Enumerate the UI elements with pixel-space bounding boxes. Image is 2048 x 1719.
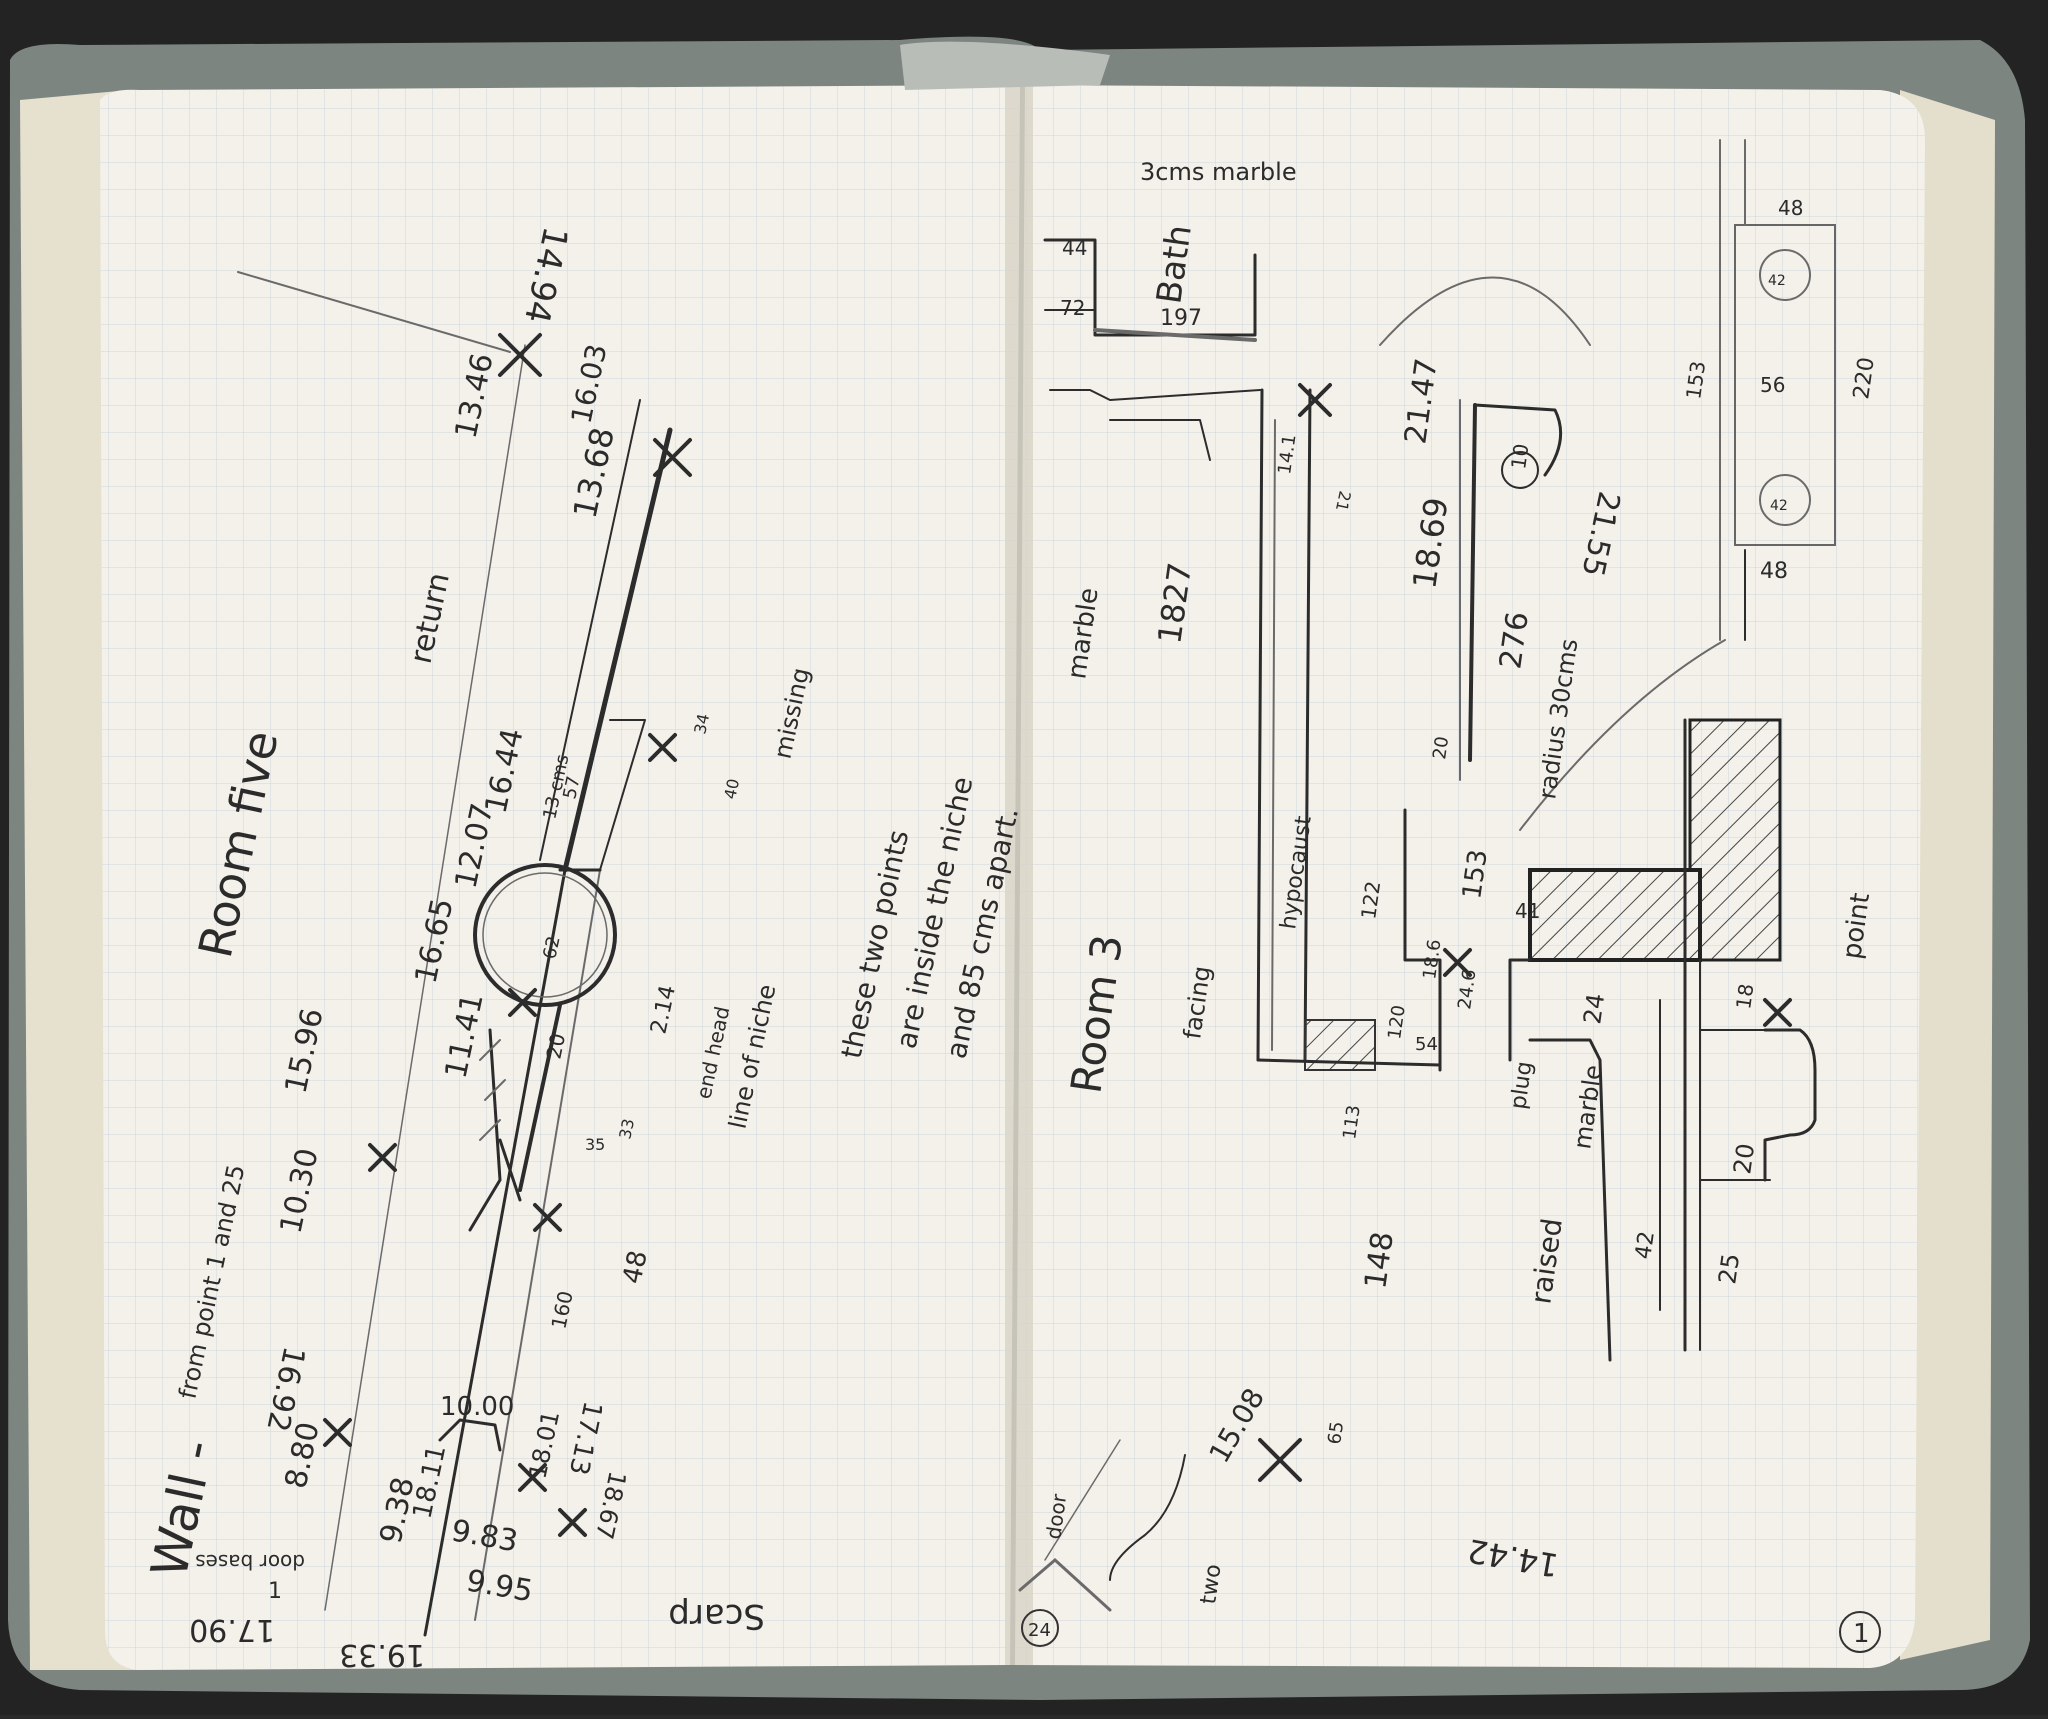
measure-34: 34 (690, 712, 713, 736)
r-48-b: 48 (1760, 559, 1788, 584)
point-1: 1 (268, 1579, 282, 1604)
r-54: 54 (1415, 1034, 1438, 1055)
corner-circle: 24 (1021, 1609, 1059, 1647)
r-24: 24 (1578, 992, 1610, 1026)
r-41: 41 (1515, 899, 1540, 923)
measure-57: 57 (559, 774, 584, 801)
corner-circle-label: 24 (1028, 1620, 1051, 1641)
label-two: two (1196, 1563, 1226, 1606)
page-number: 1 (1853, 1619, 1870, 1649)
right-page-drawing (1018, 139, 1836, 1612)
measure-10-00: 10.00 (440, 1392, 514, 1422)
r-56: 56 (1760, 373, 1785, 397)
r-42: 42 (1631, 1230, 1660, 1261)
measure-33: 33 (615, 1117, 638, 1141)
r-113: 113 (1339, 1104, 1365, 1141)
r-120: 120 (1384, 1004, 1410, 1041)
r-10: 10 (1506, 442, 1533, 471)
r-220: 220 (1849, 356, 1880, 401)
r-21: 21 (1332, 489, 1355, 513)
label-door-bases: door bases (195, 1550, 305, 1574)
r-42-a: 42 (1768, 273, 1786, 289)
r-153-b: 153 (1681, 360, 1710, 401)
ribbon (900, 41, 1110, 90)
r-20-b: 20 (1728, 1142, 1760, 1176)
right-page-edges (1900, 90, 1995, 1660)
r-276: 276 (1493, 610, 1536, 672)
label-scarp: Scarp (668, 1596, 765, 1636)
r-25: 25 (1713, 1252, 1745, 1286)
measure-19-33: 19.33 (339, 1637, 425, 1672)
measure-35: 35 (585, 1135, 605, 1154)
spine-shadow (1005, 85, 1033, 1665)
label-3cms-marble: 3cms marble (1140, 158, 1297, 186)
r-148: 148 (1358, 1230, 1401, 1292)
r-122: 122 (1356, 880, 1385, 921)
measure-17-90: 17.90 (189, 1612, 275, 1647)
r-20: 20 (1429, 735, 1453, 761)
measure-62: 62 (539, 934, 564, 961)
r-42-b: 42 (1770, 498, 1788, 514)
r-18: 18 (1731, 982, 1758, 1011)
left-page-drawing (237, 271, 692, 1637)
r-153: 153 (1457, 848, 1494, 901)
measure-20: 20 (541, 1031, 570, 1061)
r-44: 44 (1062, 236, 1087, 260)
r-48: 48 (1778, 196, 1803, 220)
r-65: 65 (1324, 1420, 1348, 1446)
page-number-circle: 1 (1839, 1611, 1881, 1653)
r-197: 197 (1160, 306, 1202, 331)
measure-48: 48 (618, 1248, 654, 1287)
r-72: 72 (1060, 296, 1085, 320)
measure-40: 40 (720, 777, 743, 801)
